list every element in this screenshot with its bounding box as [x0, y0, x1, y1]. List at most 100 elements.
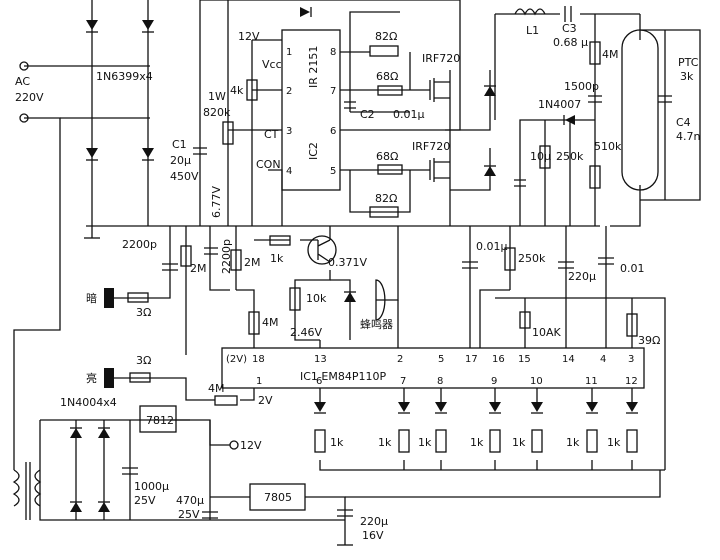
label-c3-val: 0.68 μ [553, 36, 588, 49]
label-510k: 510k [594, 140, 622, 153]
label-12v-top: 12V [238, 30, 260, 43]
mosfet-bot [429, 158, 496, 182]
ic1-chip [221, 347, 645, 389]
ic1-pin: 8 [437, 376, 443, 387]
capacitor-c2 [344, 101, 356, 109]
label-c2-val: 0.01μ [393, 108, 425, 121]
capacitor-2200p-b [204, 247, 218, 255]
ic1-pin: 17 [465, 354, 478, 365]
label-1k-a: 1k [330, 436, 344, 449]
label-1k-b: 1k [378, 436, 392, 449]
ic2-pin: 7 [330, 86, 336, 97]
ic1-pin: 18 [252, 354, 265, 365]
label-001u: 0.01μ [476, 240, 508, 253]
capacitor-1000u [122, 467, 138, 475]
label-250k-bot: 250k [518, 252, 546, 265]
ic2-pin: 8 [330, 47, 336, 58]
resistor-10k [289, 287, 301, 311]
label-ct: CT [264, 128, 279, 141]
resistor-510k [589, 165, 601, 189]
capacitor-10u [514, 179, 526, 187]
label-dark: 暗 [86, 291, 97, 305]
ic1-pin: 13 [314, 354, 327, 365]
label-7805: 7805 [264, 491, 292, 504]
resistor-4m-low [214, 395, 238, 406]
zener-diode [344, 291, 356, 302]
ic2-pin: 6 [330, 126, 336, 137]
ic1-pin: 3 [628, 354, 634, 365]
label-ic2: IC2 [307, 142, 320, 160]
label-82-bot: 82Ω [375, 192, 397, 205]
resistor-68-top [377, 85, 403, 96]
resistor-4m-mid [248, 311, 260, 335]
label-con: CON [256, 158, 281, 171]
label-c2: C2 [360, 108, 375, 121]
label-82-top: 82Ω [375, 30, 397, 43]
inductor-l1 [514, 8, 546, 16]
ic1-pin: 5 [438, 354, 444, 365]
label-12v-out: 12V [240, 439, 262, 452]
transformer [12, 462, 42, 520]
label-470u-v: 25V [178, 508, 200, 521]
label-7812: 7812 [146, 414, 174, 427]
label-470u: 470μ [176, 494, 204, 507]
label-2v: 2V [258, 394, 273, 407]
label-1n4007: 1N4007 [538, 98, 581, 111]
label-ac-volt: 220V [15, 91, 44, 104]
label-1000u: 1000μ [134, 480, 169, 493]
ic2-pin: 1 [286, 47, 292, 58]
capacitor-1500p [588, 95, 602, 103]
ic1-pin: 11 [585, 376, 598, 387]
label-bridge-hv: 1N6399x4 [96, 70, 153, 83]
ic1-pins-top: 18 13 2 5 17 16 15 14 4 3 [252, 354, 634, 365]
mosfet-top [429, 78, 496, 102]
label-2m-a: 2M [190, 262, 207, 275]
crystal [519, 311, 531, 329]
capacitor-2200p-a [162, 263, 178, 271]
label-1000u-v: 25V [134, 494, 156, 507]
resistor-4m-top [589, 41, 601, 65]
label-1k-e: 1k [512, 436, 526, 449]
ic2-pin: 4 [286, 166, 292, 177]
resistor-3o-b [129, 372, 151, 383]
bridge-diode-lv [70, 427, 110, 512]
resistor-1k-mid [269, 235, 291, 246]
ic1-pin: 12 [625, 376, 638, 387]
diode-1n4007 [563, 115, 575, 125]
label-4m-low: 4M [208, 382, 225, 395]
led-resistors [314, 429, 638, 453]
label-ic1: IC1 EM84P110P [300, 370, 386, 383]
bridge-diode-hv [86, 20, 154, 161]
buzzer [375, 279, 386, 321]
label-bridge-lv: 1N4004x4 [60, 396, 117, 409]
label-ac: AC [15, 75, 30, 88]
ic1-pin: 7 [400, 376, 406, 387]
resistor-2m-b [230, 249, 242, 271]
label-ic1-vcc: (2V) [226, 354, 247, 365]
label-buzzer: 蜂鸣器 [360, 317, 393, 331]
resistor-3o-a [127, 292, 149, 303]
ic2-pin: 3 [286, 126, 292, 137]
label-l1: L1 [526, 24, 539, 37]
capacitor-220u [558, 261, 574, 269]
label-c1: C1 [172, 138, 187, 151]
ic2-pins: 1 2 3 4 8 7 6 5 [286, 47, 336, 177]
label-c1-val: 20μ [170, 154, 191, 167]
resistor-68-bot [377, 164, 403, 175]
resistor-82-bot [369, 206, 399, 218]
sensor-bright [104, 368, 114, 388]
ic1-pin: 2 [397, 354, 403, 365]
label-1k-f: 1k [566, 436, 580, 449]
label-2200p-a: 2200p [122, 238, 157, 251]
ic1-pin: 4 [600, 354, 606, 365]
regulator-7805 [249, 483, 306, 511]
transistor [307, 235, 337, 265]
resistor-250k-bot [504, 247, 516, 271]
label-001: 0.01 [620, 262, 645, 275]
ic2-pin: 2 [286, 86, 292, 97]
resistor-39o [626, 313, 638, 337]
label-0371v: 0.371V [328, 256, 367, 269]
led-array [314, 402, 638, 414]
